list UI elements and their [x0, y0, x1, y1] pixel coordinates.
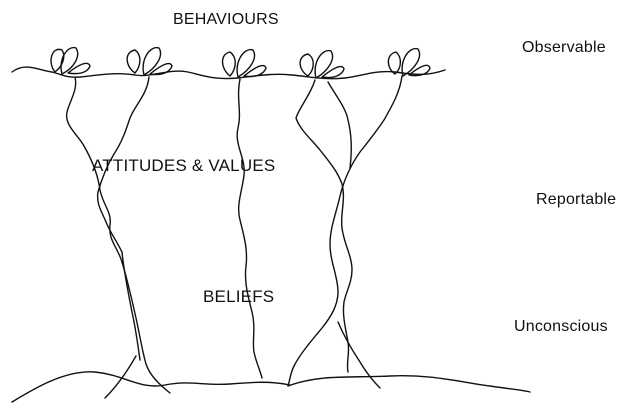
- plant-4: [296, 51, 352, 372]
- side-label-observable: Observable: [522, 40, 606, 56]
- ground-line-left: [12, 372, 290, 402]
- plant-3: [223, 50, 267, 378]
- level-label-behaviours: BEHAVIOURS: [173, 12, 279, 28]
- plant-5: [288, 49, 430, 388]
- flower-bud-icon: [300, 51, 344, 78]
- flower-bud-icon: [51, 48, 90, 74]
- flower-bud-icon: [223, 50, 267, 77]
- side-label-unconscious: Unconscious: [514, 319, 608, 335]
- plant-1: [51, 48, 170, 398]
- level-label-beliefs: BELIEFS: [203, 288, 274, 305]
- flower-bud-icon: [127, 48, 172, 75]
- side-label-reportable: Reportable: [536, 192, 616, 208]
- surface-line: [12, 67, 445, 79]
- ground-line-right: [288, 376, 530, 392]
- level-label-attitudes-values: ATTITUDES & VALUES: [92, 157, 275, 174]
